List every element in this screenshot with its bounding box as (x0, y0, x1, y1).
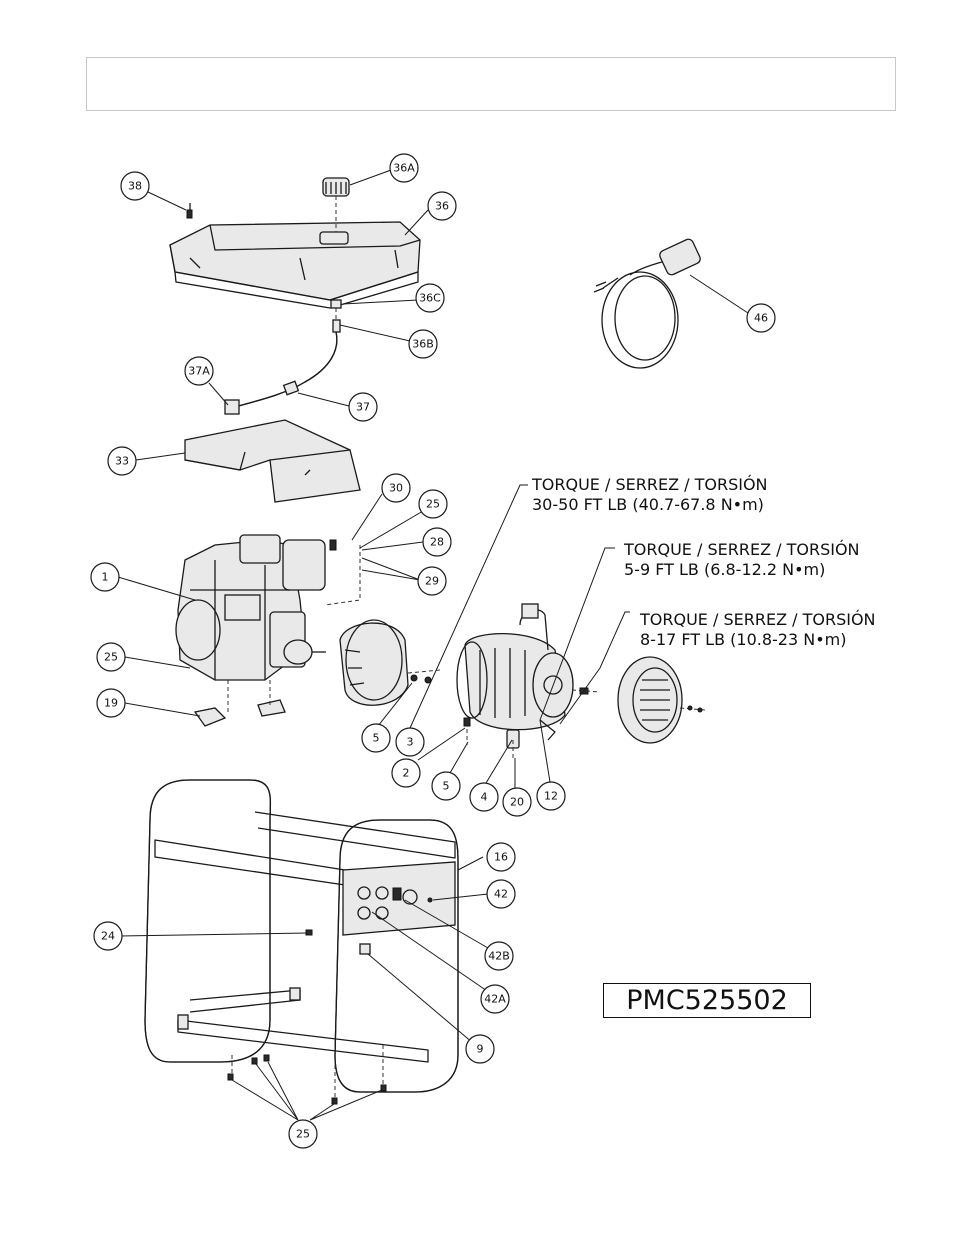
callout-29: 29 (418, 567, 446, 595)
svg-text:TORQUE / SERREZ / TORSIÓN: TORQUE / SERREZ / TORSIÓN (623, 540, 860, 559)
callout-25: 25 (419, 490, 447, 518)
svg-text:25: 25 (296, 1128, 310, 1141)
svg-text:42: 42 (494, 888, 508, 901)
svg-text:25: 25 (426, 498, 440, 511)
frame (145, 780, 458, 1092)
svg-text:36A: 36A (393, 162, 415, 175)
svg-text:5: 5 (373, 732, 380, 745)
svg-text:24: 24 (101, 930, 115, 943)
svg-text:29: 29 (425, 575, 439, 588)
callout-25: 25 (97, 643, 125, 671)
svg-text:36B: 36B (412, 338, 434, 351)
callout-36B: 36B (409, 330, 437, 358)
svg-text:TORQUE / SERREZ / TORSIÓN: TORQUE / SERREZ / TORSIÓN (531, 475, 768, 494)
callout-20: 20 (503, 788, 531, 816)
callout-37: 37 (349, 393, 377, 421)
callout-46: 46 (747, 304, 775, 332)
callout-1: 1 (91, 563, 119, 591)
torque-note-3: TORQUE / SERREZ / TORSIÓN 8-17 FT LB (10… (639, 610, 876, 649)
svg-text:36C: 36C (419, 292, 441, 305)
torque-note-2: TORQUE / SERREZ / TORSIÓN 5-9 FT LB (6.8… (623, 540, 860, 579)
callout-30: 30 (382, 474, 410, 502)
svg-text:37: 37 (356, 401, 370, 414)
engine-adapter (340, 620, 440, 705)
svg-text:42A: 42A (484, 993, 506, 1006)
svg-text:30-50 FT LB (40.7-67.8 N•m): 30-50 FT LB (40.7-67.8 N•m) (532, 495, 764, 514)
model-number: PMC525502 (603, 983, 811, 1018)
power-cord (594, 238, 702, 368)
svg-text:2: 2 (403, 767, 410, 780)
torque-note-1: TORQUE / SERREZ / TORSIÓN 30-50 FT LB (4… (531, 475, 768, 514)
callout-2: 2 (392, 759, 420, 787)
callout-9: 9 (466, 1035, 494, 1063)
callout-5: 5 (362, 724, 390, 752)
callout-36A: 36A (390, 154, 418, 182)
callout-12: 12 (537, 782, 565, 810)
end-cover (618, 657, 705, 743)
svg-text:36: 36 (435, 200, 449, 213)
svg-text:37A: 37A (188, 365, 210, 378)
callout-24: 24 (94, 922, 122, 950)
engine-mounts (195, 680, 285, 726)
callout-36: 36 (428, 192, 456, 220)
callout-4: 4 (470, 783, 498, 811)
svg-text:4: 4 (481, 791, 488, 804)
control-panel (228, 862, 455, 1104)
svg-text:42B: 42B (488, 950, 510, 963)
svg-text:38: 38 (128, 180, 142, 193)
svg-text:46: 46 (754, 312, 768, 325)
svg-text:1: 1 (102, 571, 109, 584)
svg-text:33: 33 (115, 455, 129, 468)
heat-shield (185, 420, 360, 502)
callout-38: 38 (121, 172, 149, 200)
callout-16: 16 (487, 843, 515, 871)
svg-text:TORQUE / SERREZ / TORSIÓN: TORQUE / SERREZ / TORSIÓN (639, 610, 876, 629)
svg-text:19: 19 (104, 697, 118, 710)
fuel-tank (170, 222, 420, 308)
callout-42B: 42B (485, 942, 513, 970)
svg-text:20: 20 (510, 796, 524, 809)
alternator (457, 604, 600, 760)
svg-text:12: 12 (544, 790, 558, 803)
svg-text:3: 3 (407, 736, 414, 749)
svg-text:25: 25 (104, 651, 118, 664)
callout-37A: 37A (185, 357, 213, 385)
callout-42A: 42A (481, 985, 509, 1013)
callout-36C: 36C (416, 284, 444, 312)
svg-text:9: 9 (477, 1043, 484, 1056)
callout-19: 19 (97, 689, 125, 717)
callout-3: 3 (396, 728, 424, 756)
callout-28: 28 (423, 528, 451, 556)
svg-text:5: 5 (443, 780, 450, 793)
engine (176, 535, 360, 680)
svg-text:28: 28 (430, 536, 444, 549)
svg-text:8-17 FT LB (10.8-23 N•m): 8-17 FT LB (10.8-23 N•m) (640, 630, 846, 649)
svg-text:30: 30 (389, 482, 403, 495)
svg-text:16: 16 (494, 851, 508, 864)
callout-5: 5 (432, 772, 460, 800)
callout-42: 42 (487, 880, 515, 908)
callout-25: 25 (289, 1120, 317, 1148)
svg-text:5-9 FT LB (6.8-12.2 N•m): 5-9 FT LB (6.8-12.2 N•m) (624, 560, 825, 579)
callout-33: 33 (108, 447, 136, 475)
